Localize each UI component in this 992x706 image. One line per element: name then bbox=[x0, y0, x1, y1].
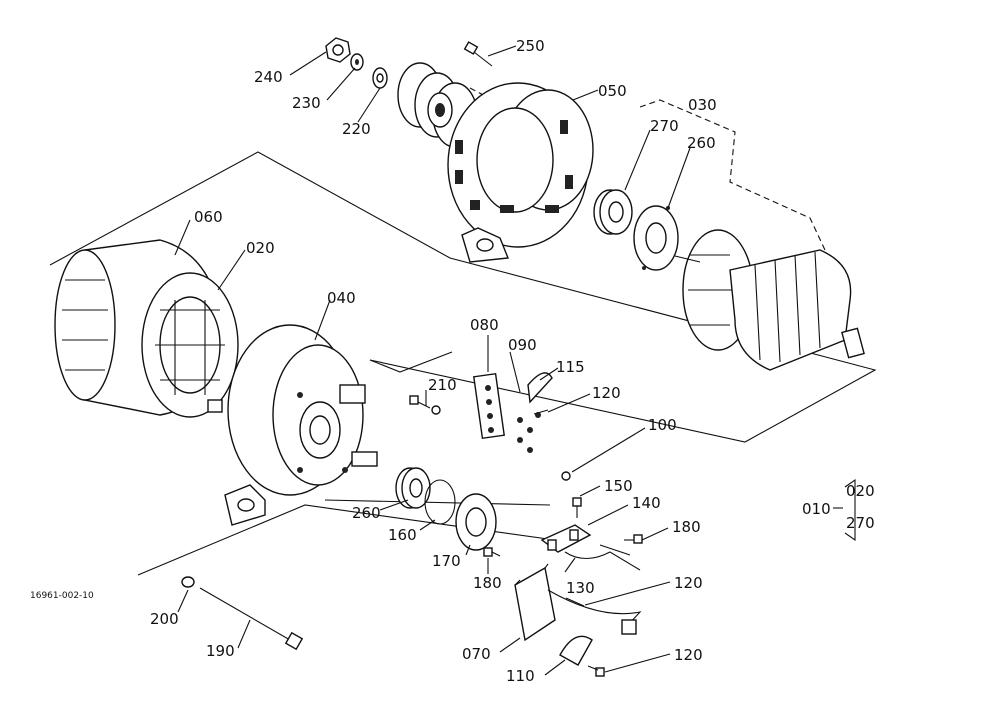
label-120-middle: 120 bbox=[674, 574, 703, 592]
label-260-lower: 260 bbox=[352, 504, 381, 522]
plate-260-top bbox=[633, 205, 679, 271]
label-240: 240 bbox=[254, 68, 283, 86]
screw-180-right bbox=[624, 534, 643, 544]
label-270-top: 270 bbox=[650, 117, 679, 135]
label-050: 050 bbox=[598, 82, 627, 100]
screw-120-top bbox=[533, 409, 549, 415]
drawing-code: 16961-002-10 bbox=[30, 591, 94, 601]
bracket-140 bbox=[540, 524, 592, 553]
rear-cover-040 bbox=[224, 324, 378, 526]
label-020: 020 bbox=[246, 239, 275, 257]
wire-130 bbox=[564, 544, 641, 571]
label-090: 090 bbox=[508, 336, 537, 354]
screw-120-bottom bbox=[587, 665, 605, 677]
label-110: 110 bbox=[506, 667, 535, 685]
front-cover-050 bbox=[447, 82, 594, 263]
link-115 bbox=[527, 372, 553, 404]
screw-100 bbox=[561, 471, 571, 481]
label-210: 210 bbox=[428, 376, 457, 394]
label-010: 010 bbox=[802, 500, 831, 518]
label-150: 150 bbox=[604, 477, 633, 495]
label-270-group: 270 bbox=[846, 514, 875, 532]
label-060: 060 bbox=[194, 208, 223, 226]
terminal-hardware-090 bbox=[517, 412, 541, 453]
washer-200 bbox=[181, 576, 195, 588]
capacitor-070 bbox=[514, 563, 556, 642]
through-bolt-190 bbox=[199, 587, 304, 651]
leader-lines bbox=[174, 45, 691, 676]
bearing-260-lower bbox=[395, 467, 431, 509]
screw-150 bbox=[572, 497, 582, 518]
label-200: 200 bbox=[150, 610, 179, 628]
label-100: 100 bbox=[648, 416, 677, 434]
screw-180-lower bbox=[483, 547, 501, 557]
label-250: 250 bbox=[516, 37, 545, 55]
screw-210 bbox=[409, 395, 441, 415]
label-220: 220 bbox=[342, 120, 371, 138]
label-180-right: 180 bbox=[672, 518, 701, 536]
screw-120-middle bbox=[565, 597, 585, 607]
label-140: 140 bbox=[632, 494, 661, 512]
label-260-top: 260 bbox=[687, 134, 716, 152]
stator-020 bbox=[141, 272, 239, 418]
bearing-270-top bbox=[593, 189, 633, 235]
label-070: 070 bbox=[462, 645, 491, 663]
plate-170 bbox=[455, 493, 497, 551]
label-040: 040 bbox=[327, 289, 356, 307]
clamp-110 bbox=[559, 635, 593, 666]
label-130: 130 bbox=[566, 579, 595, 597]
rotor-030 bbox=[674, 229, 865, 371]
spring-washer-230 bbox=[350, 53, 364, 71]
label-080: 080 bbox=[470, 316, 499, 334]
bolt-250 bbox=[463, 41, 493, 67]
label-160: 160 bbox=[388, 526, 417, 544]
label-120-bottom: 120 bbox=[674, 646, 703, 664]
label-170: 170 bbox=[432, 552, 461, 570]
o-ring-160 bbox=[424, 479, 456, 525]
label-120-top: 120 bbox=[592, 384, 621, 402]
label-115: 115 bbox=[556, 358, 585, 376]
terminal-block-080 bbox=[473, 372, 505, 440]
washer-220 bbox=[372, 67, 388, 89]
label-190: 190 bbox=[206, 642, 235, 660]
label-030: 030 bbox=[688, 96, 717, 114]
label-180-lower: 180 bbox=[473, 574, 502, 592]
label-020-group: 020 bbox=[846, 482, 875, 500]
part-labels: 240 230 220 250 050 030 270 260 060 020 … bbox=[30, 37, 875, 685]
nut-240 bbox=[325, 37, 351, 63]
label-230: 230 bbox=[292, 94, 321, 112]
lead-wire bbox=[547, 589, 642, 635]
